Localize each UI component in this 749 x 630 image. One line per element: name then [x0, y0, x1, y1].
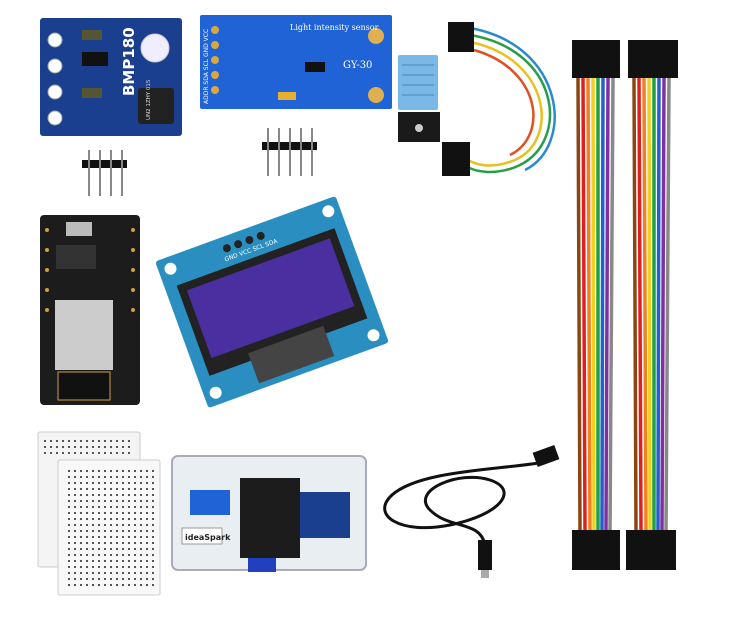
box-brand-label: ideaSpark: [185, 533, 231, 542]
gy30-title: Light intensity sensor: [290, 23, 379, 32]
nodemcu-board: [40, 215, 140, 405]
bmp180-header-pins: [82, 150, 127, 196]
bmp180-chip-text: UN2 1ZHY 015: [146, 79, 152, 120]
gy30-board: Light intensity sensor GY-30 ADDR SDA SC…: [200, 15, 392, 109]
mini-breadboards: [37, 431, 161, 596]
storage-box: ideaSpark: [171, 455, 367, 572]
dht11-sensor: [398, 55, 440, 142]
gy30-pin-labels: ADDR SDA SCL GND VCC: [203, 29, 210, 104]
gy30-model: GY-30: [343, 60, 372, 71]
oled-display: GND VCC SCL SDA: [155, 196, 389, 408]
ribbon-cable-left: [572, 40, 620, 570]
bmp180-label: BMP180: [120, 27, 138, 96]
micro-usb-cable: [383, 445, 560, 578]
bmp180-board: UN2 1ZHY 015 BMP180: [40, 18, 182, 136]
jumper-wires: [442, 22, 556, 176]
ribbon-cable-right: [626, 40, 678, 570]
gy30-header-pins: [262, 128, 317, 176]
